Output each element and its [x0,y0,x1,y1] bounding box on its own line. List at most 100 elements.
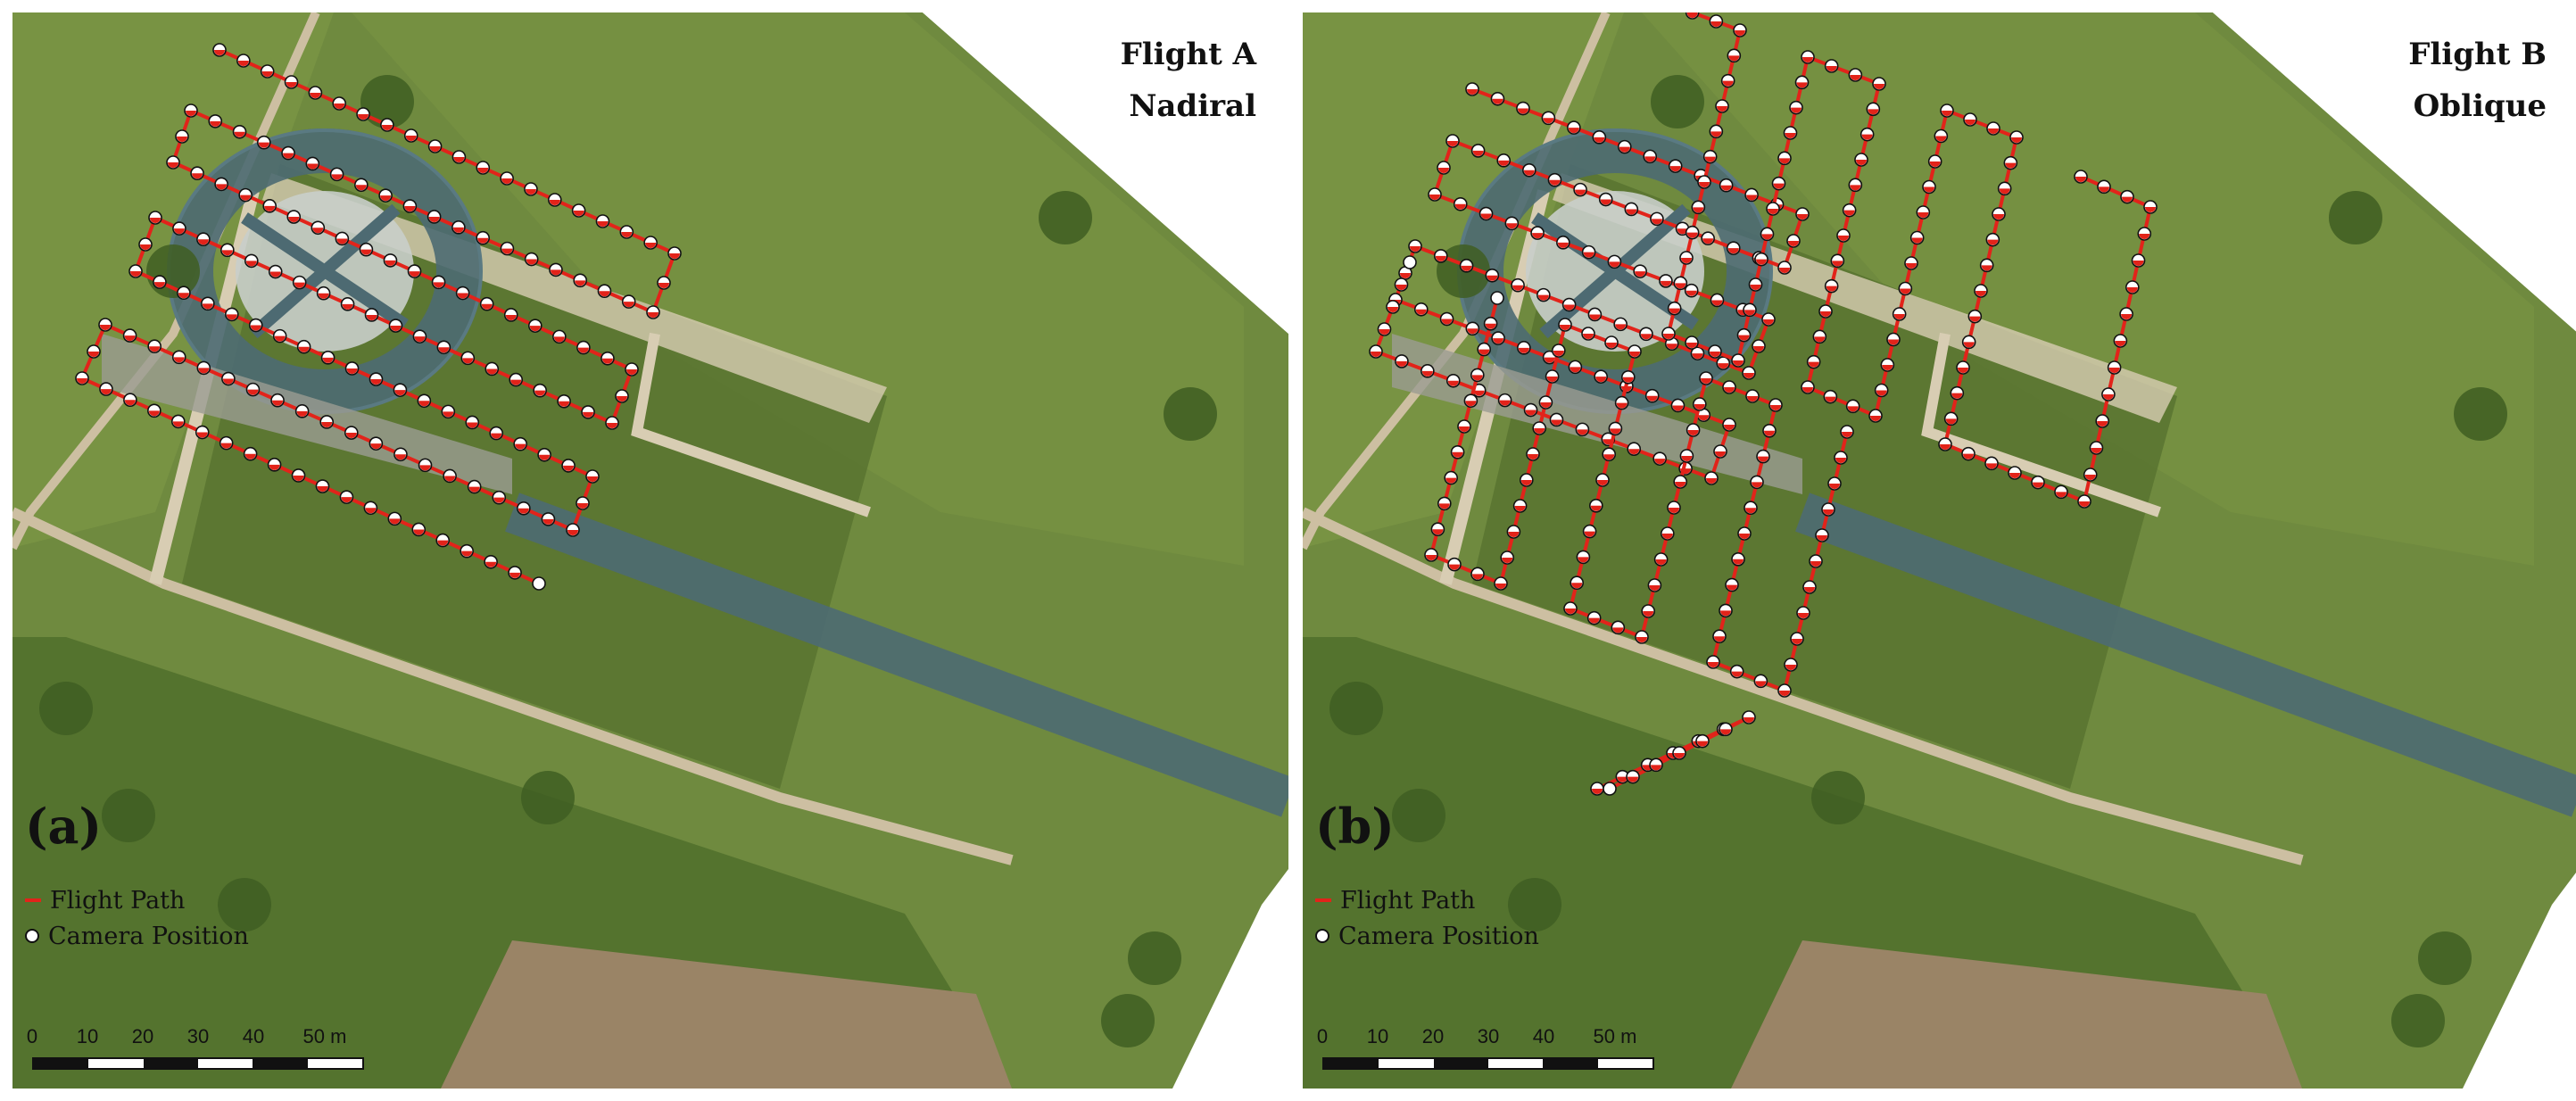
camera-position-marker [122,328,137,343]
camera-position-marker [1712,629,1727,644]
camera-position-marker [1542,350,1557,365]
camera-position-marker [1530,226,1545,240]
camera-position-marker [1520,473,1534,487]
camera-position-marker [236,54,251,68]
camera-position-marker [435,533,451,548]
camera-position-marker [1744,501,1758,516]
camera-position-marker [619,225,634,239]
camera-position-marker [270,393,285,408]
camera-position-marker [1517,341,1531,355]
camera-position-marker [291,468,306,483]
camera-position-marker [1691,200,1706,215]
camera-position-marker [378,188,393,203]
camera-position-marker [1598,192,1613,207]
camera-position-marker [1602,447,1617,462]
flight-name-a: Flight A [1120,37,1256,72]
camera-position-marker [1386,300,1400,314]
camera-position-marker [1940,103,1954,118]
blank-corner [1172,869,1288,1089]
camera-position-circle-icon [1315,929,1329,943]
camera-position-marker [138,237,153,252]
camera-position-marker [1437,161,1451,175]
camera-position-marker [1699,371,1713,385]
camera-position-marker [576,496,590,510]
camera-position-marker [272,328,287,344]
camera-positions [1590,710,1756,796]
panel-label-b: (b) [1315,798,1395,855]
camera-position-marker [1690,346,1705,360]
camera-position-marker [1450,444,1465,459]
camera-position-marker [1377,322,1392,336]
camera-position-marker [387,511,402,526]
camera-position-marker [1522,162,1536,178]
camera-position-marker [1974,284,1988,298]
camera-position-marker [524,252,539,267]
camera-position-marker [1547,172,1562,187]
camera-position-marker [2120,189,2134,204]
camera-positions [1424,291,1854,698]
camera-position-marker [1922,179,1936,195]
camera-position-marker [244,253,259,269]
camera-position-marker [369,436,384,451]
camera-position-marker [573,273,588,288]
camera-position-marker [489,426,504,441]
legend-row-camera-position: Camera Position [25,918,249,954]
camera-position-marker [1413,302,1429,317]
camera-position-marker [552,329,567,344]
camera-position-marker [1538,395,1553,410]
camera-position-marker [1594,369,1608,384]
camera-position-marker [417,393,432,409]
camera-position-marker [1984,456,1999,471]
camera-position-marker [1647,578,1662,592]
camera-position-marker [1695,733,1710,749]
camera-position-marker [479,296,494,311]
camera-position-marker [2101,387,2116,401]
camera-position-marker [527,319,543,333]
camera-position-marker [1685,12,1700,20]
camera-position-marker [292,275,307,290]
camera-position-marker [1644,388,1660,403]
camera-position-marker [1834,451,1848,465]
camera-position-marker [1679,449,1694,463]
camera-position-marker [1604,335,1619,350]
camera-position-marker [208,114,223,128]
camera-position-marker [1660,526,1675,541]
camera-position-marker [465,415,480,430]
camera-position-marker [243,446,258,461]
map-panel-a: Flight A Nadiral (a) Flight Path Camera … [12,12,1288,1089]
camera-position-marker [219,435,234,451]
camera-position-marker [1801,380,1815,394]
camera-position-marker [1573,182,1587,197]
camera-position-marker [1652,451,1667,466]
camera-position-marker [1720,73,1735,88]
camera-position-marker [1729,664,1744,679]
camera-position-marker [1607,254,1622,269]
scale-ticks-b: 0 10 20 30 40 50 m [1313,1025,1688,1050]
camera-position-marker [1818,304,1833,319]
camera-position-marker [585,469,600,484]
camera-position-marker [1670,398,1686,413]
camera-position-marker [393,447,408,462]
camera-position-marker [455,286,470,301]
camera-position-marker [476,230,490,245]
camera-position-marker [1815,528,1829,542]
tree [2391,994,2445,1047]
camera-position-marker [1526,447,1540,461]
map-panel-b: Flight B Oblique (b) Flight Path Camera … [1303,12,2576,1089]
camera-position-marker [175,129,189,144]
camera-position-marker [1768,398,1783,412]
camera-position-marker [1408,239,1422,253]
camera-position-marker [1668,159,1683,173]
legend-camera-position-label: Camera Position [48,922,249,950]
camera-position-marker [87,344,101,359]
camera-position-marker [1470,368,1485,383]
camera-position-marker [657,276,671,290]
tree [1128,931,1181,985]
camera-position-marker [262,199,277,213]
camera-position-marker [412,329,427,344]
camera-position-marker [1667,501,1681,515]
camera-position-marker [1963,112,1977,127]
camera-position-marker [319,415,335,429]
camera-position-marker [1927,154,1942,169]
camera-position-marker [1722,380,1736,394]
